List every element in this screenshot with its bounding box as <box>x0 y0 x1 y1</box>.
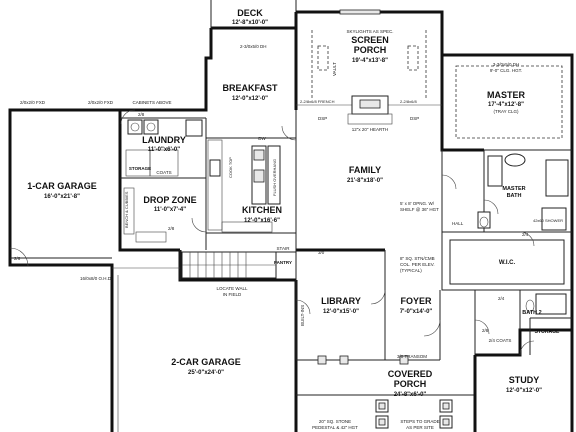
room-name-master: MASTER <box>487 90 526 100</box>
kitchen-island <box>251 145 281 205</box>
interior-walls <box>120 110 572 361</box>
note-vault: VAULT <box>332 62 337 76</box>
note-fxd-left: 2/0x2/0 FXD <box>20 100 46 105</box>
room-name-master-bath-1: MASTER <box>502 186 525 192</box>
room-name-screen-porch-2: PORCH <box>354 45 387 55</box>
room-size-foyer: 7'-0"x14'-0" <box>400 309 433 315</box>
note-bench: BENCH & CUBBIES <box>124 191 129 228</box>
note-hall: HALL <box>452 221 464 226</box>
note-door-family: 3/0 <box>318 250 325 255</box>
note-master-window: 3-3/0x5/0 DH <box>493 62 520 67</box>
kitchen-counters <box>207 139 273 233</box>
room-name-family: FAMILY <box>349 165 381 175</box>
room-name-deck: DECK <box>237 8 263 18</box>
note-pedestal-2: PEDESTAL & 42" HGT <box>312 425 358 430</box>
note-pedestal-1: 20" SQ. STONE <box>319 419 351 424</box>
note-opening-2: SHELF @ 36" HGT <box>400 207 439 212</box>
room-size-study: 12'-0"x12'-0" <box>506 388 542 394</box>
room-size-kitchen: 12'-0"x16'-6" <box>244 218 280 224</box>
note-cook-top: COOK TOP <box>228 157 233 178</box>
note-skylight-window: 2-3/0x5/0 DH <box>240 44 267 49</box>
note-stair: STAIR <box>277 246 291 251</box>
drop-zone-bench <box>123 187 167 243</box>
room-name-breakfast: BREAKFAST <box>222 83 278 93</box>
room-name-storage-right: STORAGE <box>535 329 560 335</box>
room-name-garage2: 2-CAR GARAGE <box>171 357 241 367</box>
room-size-garage1: 16'-0"x21'-8" <box>44 194 80 200</box>
room-name-laundry: LAUNDRY <box>142 135 186 145</box>
master-tray-ceiling <box>455 65 563 139</box>
note-door-dropzone: 2/8 <box>168 226 175 231</box>
note-dw: DW <box>258 136 266 141</box>
stair-treads <box>182 252 276 278</box>
garage-lines <box>10 257 180 432</box>
laundry-fixtures <box>125 119 203 177</box>
note-french-left: 2-2/8x6/8 FRENCH <box>300 99 335 104</box>
room-name-pantry: PANTRY <box>274 260 292 265</box>
note-dsp-2: DSP <box>410 116 419 121</box>
note-door-laundry: 2/8 <box>138 112 145 117</box>
door-swings <box>9 109 535 356</box>
room-name-bath2: BATH 2 <box>522 310 541 316</box>
room-size-library: 12'-0"x15'-0" <box>323 309 359 315</box>
room-name-drop-zone: DROP ZONE <box>143 195 196 205</box>
room-name-garage1: 1-CAR GARAGE <box>27 181 97 191</box>
bath2-fixtures <box>525 293 567 315</box>
note-steps-1: STEPS TO GRADE <box>400 419 439 424</box>
room-size-deck: 12'-8"x10'-0" <box>232 20 268 26</box>
note-built-ins: BUILT-INS <box>300 305 305 326</box>
note-door-garage: 2/6 <box>14 256 21 261</box>
room-size-laundry: 11'-0"x6'-0" <box>148 147 180 153</box>
note-garage-door-2car: 16/0x8/0 O.H.D. <box>80 276 112 281</box>
room-name-study: STUDY <box>509 375 540 385</box>
room-name-library: LIBRARY <box>321 296 361 306</box>
room-name-screen-porch-1: SCREEN <box>351 35 389 45</box>
room-size-master: 17'-4"x12'-8" <box>488 102 524 108</box>
note-coats-right: 2/4 COATS <box>489 338 512 343</box>
note-columns-1: 8" SQ. STN/CMB <box>400 256 435 261</box>
room-name-covered-porch-2: PORCH <box>394 379 427 389</box>
fireplace <box>347 95 393 125</box>
room-name-wic: W.I.C. <box>499 260 516 266</box>
room-name-master-bath-2: BATH <box>507 193 522 199</box>
room-name-storage-left: STORAGE <box>129 166 151 171</box>
note-skylights: SKYLIGHTS AS SPEC. <box>346 29 393 34</box>
master-bath-fixtures <box>477 153 569 231</box>
note-coats: COATS <box>156 170 171 175</box>
room-name-kitchen: KITCHEN <box>242 205 282 215</box>
note-door-study: 2/8 <box>482 328 489 333</box>
note-shower: 42x60 SHOWER <box>533 218 563 223</box>
room-size-screen-porch: 19'-4"x13'-8" <box>352 58 388 64</box>
note-steps-2: AS PER SITE <box>406 425 434 430</box>
note-fxd-mid: 2/0x2/0 FXD <box>88 100 114 105</box>
note-dsp-1: DSP <box>318 116 327 121</box>
note-opening-1: 5' x 8' OPNG. W/ <box>400 201 435 206</box>
room-name-foyer: FOYER <box>400 296 432 306</box>
note-cabinets: CABINETS ABOVE <box>132 100 171 105</box>
room-size-breakfast: 12'-0"x12'-0" <box>232 96 268 102</box>
note-transom: 3/0 TRANSOM <box>397 354 427 359</box>
note-door-bath2: 2/4 <box>498 296 505 301</box>
note-hearth: 12"x 20" HEARTH <box>352 127 388 132</box>
note-french-right: 2-2/8x6/8 <box>400 99 417 104</box>
room-size-garage2: 25'-0"x24'-0" <box>188 370 224 376</box>
note-door-wic: 2/4 <box>522 232 529 237</box>
note-columns-2: COL. PER ELEV. <box>400 262 435 267</box>
note-columns-3: (TYPICAL) <box>400 268 422 273</box>
room-note-master: (TRAY CLG) <box>493 109 519 114</box>
room-size-family: 21'-8"x18'-0" <box>347 178 383 184</box>
note-master-ceil: 9'-0" CLG. HGT. <box>490 68 522 73</box>
room-size-drop-zone: 11'-0"x7'-4" <box>154 207 186 213</box>
note-flush-overhang: FLUSH OVERHANG <box>272 159 277 196</box>
room-size-covered-porch: 24'-8"x6'-0" <box>394 392 427 398</box>
note-locate-wall-2: IN FIELD <box>223 292 242 297</box>
room-name-covered-porch-1: COVERED <box>388 369 433 379</box>
porch-pedestals <box>317 355 453 429</box>
note-locate-wall-1: LOCATE WALL <box>216 286 248 291</box>
